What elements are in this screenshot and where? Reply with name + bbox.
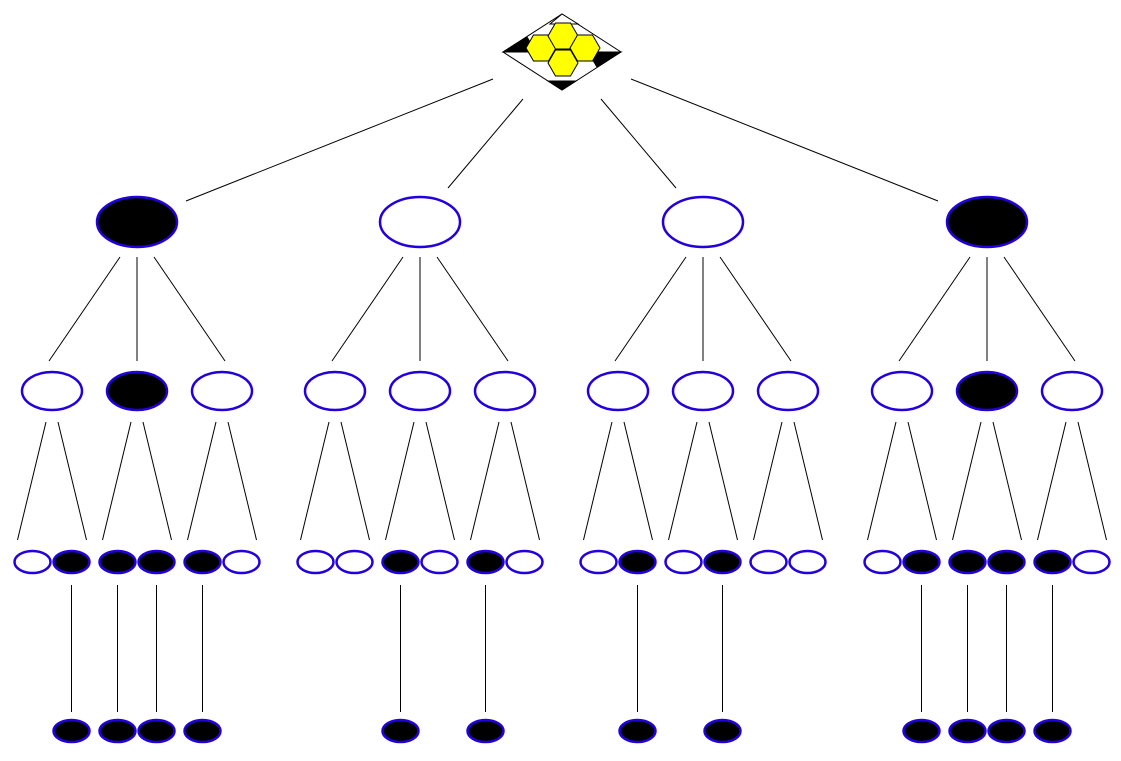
level4-node	[703, 718, 742, 744]
level2-level3-edge	[1037, 421, 1067, 541]
level1-level2-edge	[719, 256, 792, 362]
level2-node-1-1	[20, 370, 84, 412]
level4-node	[948, 718, 987, 744]
level2-node-1-2	[105, 370, 169, 412]
level4-node	[466, 718, 505, 744]
level2-node-2-2	[388, 370, 452, 412]
root-edge-3	[600, 98, 677, 189]
level3-node	[749, 549, 788, 575]
level2-node-3-1	[586, 370, 650, 412]
level4-node	[52, 718, 91, 744]
level2-node-3-2	[671, 370, 735, 412]
level3-node	[703, 549, 742, 575]
level3-node	[863, 549, 902, 575]
level1-level2-edge	[331, 256, 404, 362]
root-edge-2	[447, 98, 524, 189]
level2-level3-edge	[187, 421, 217, 541]
level2-level3-edge	[668, 421, 698, 541]
level2-level3-edge	[753, 421, 783, 541]
level3-node	[1033, 549, 1072, 575]
level2-level3-edge	[510, 421, 540, 541]
level2-level3-edge	[952, 421, 982, 541]
level2-node-2-3	[473, 370, 537, 412]
level1-level2-edge	[898, 256, 971, 362]
level3-node	[1072, 549, 1111, 575]
root-edge-4	[630, 78, 939, 202]
level1-node-4	[945, 195, 1029, 249]
level2-level3-edge	[793, 421, 823, 541]
level4-node	[987, 718, 1026, 744]
level1-level2-edge	[614, 256, 687, 362]
level2-level3-edge	[907, 421, 937, 541]
level3-node	[381, 549, 420, 575]
level1-level2-edge	[48, 256, 121, 362]
level2-node-2-1	[303, 370, 367, 412]
root-hexagon-bottom	[547, 49, 579, 77]
level1-node-2	[378, 195, 462, 249]
level2-level3-edge	[142, 421, 172, 541]
level2-level3-edge	[300, 421, 330, 541]
level2-level3-edge	[1077, 421, 1107, 541]
level2-node-4-2	[955, 370, 1019, 412]
level3-node	[618, 549, 657, 575]
level2-level3-edge	[17, 421, 47, 541]
level2-level3-edge	[227, 421, 257, 541]
level3-node	[222, 549, 261, 575]
edge-layer	[17, 78, 1107, 712]
node-layer	[13, 195, 1111, 744]
level2-level3-edge	[623, 421, 653, 541]
level1-node-3	[661, 195, 745, 249]
level3-node	[420, 549, 459, 575]
level2-level3-edge	[102, 421, 132, 541]
level4-node	[618, 718, 657, 744]
level3-node	[788, 549, 827, 575]
level1-node-1	[95, 195, 179, 249]
level3-node	[664, 549, 703, 575]
level3-node	[579, 549, 618, 575]
level3-node	[902, 549, 941, 575]
level1-level2-edge	[436, 256, 509, 362]
level4-node	[98, 718, 137, 744]
level3-node	[13, 549, 52, 575]
level2-level3-edge	[583, 421, 613, 541]
level3-node	[335, 549, 374, 575]
level2-node-4-3	[1040, 370, 1104, 412]
root-dark-corner-bottom	[546, 80, 578, 91]
level2-level3-edge	[708, 421, 738, 541]
root-edge-1	[185, 78, 494, 202]
level2-level3-edge	[425, 421, 455, 541]
level4-node	[137, 718, 176, 744]
level2-level3-edge	[867, 421, 897, 541]
level3-node	[505, 549, 544, 575]
level3-node	[98, 549, 137, 575]
level3-node	[52, 549, 91, 575]
root-node	[501, 13, 623, 91]
level4-node	[183, 718, 222, 744]
level3-node	[987, 549, 1026, 575]
level3-node	[183, 549, 222, 575]
level4-node	[1033, 718, 1072, 744]
level3-node	[948, 549, 987, 575]
level2-level3-edge	[340, 421, 370, 541]
level4-node	[381, 718, 420, 744]
level2-level3-edge	[57, 421, 87, 541]
level1-level2-edge	[153, 256, 226, 362]
level1-level2-edge	[1003, 256, 1076, 362]
level2-level3-edge	[992, 421, 1022, 541]
root-hexagon-right	[569, 34, 601, 62]
level3-node	[137, 549, 176, 575]
level2-node-1-3	[190, 370, 254, 412]
level3-node	[296, 549, 335, 575]
level2-node-3-3	[756, 370, 820, 412]
level2-level3-edge	[385, 421, 415, 541]
level3-node	[466, 549, 505, 575]
level2-node-4-1	[870, 370, 934, 412]
level4-node	[902, 718, 941, 744]
level2-level3-edge	[470, 421, 500, 541]
